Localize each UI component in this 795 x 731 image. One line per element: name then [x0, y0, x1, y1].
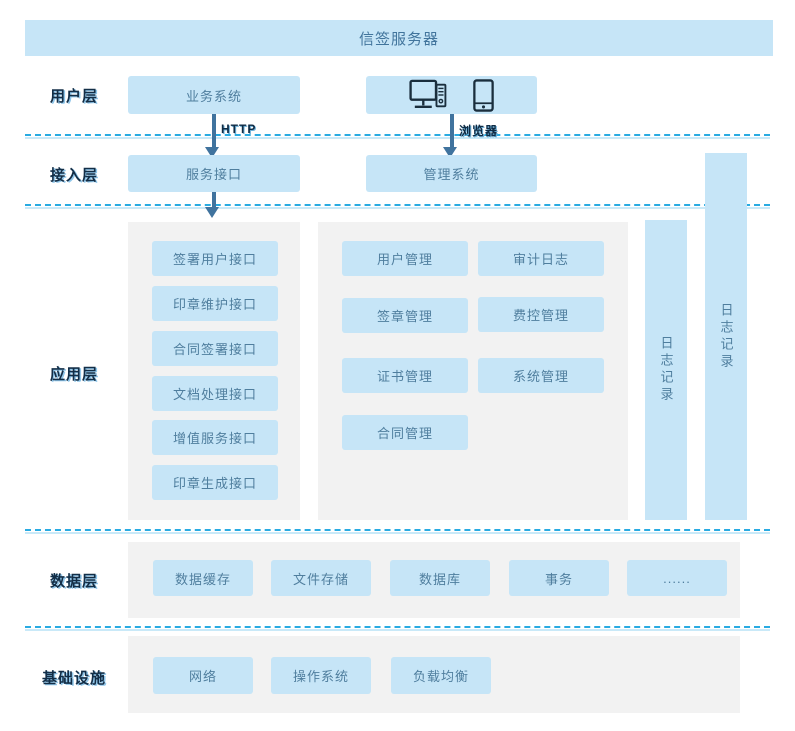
- node-seal-management: 签章管理: [342, 298, 468, 333]
- node-business-system: 业务系统: [128, 76, 300, 114]
- arrow-devices-to-management: [450, 114, 454, 148]
- arrow-service-to-app-head: [205, 207, 219, 218]
- node-cost-management: 费控管理: [478, 297, 604, 332]
- node-cert-management: 证书管理: [342, 358, 468, 393]
- arrow-devices-to-management-head: [443, 147, 457, 158]
- flow-label-browser: 浏览器: [459, 124, 499, 138]
- node-database: 数据库: [390, 560, 490, 596]
- node-file-storage: 文件存储: [271, 560, 371, 596]
- node-contract-management: 合同管理: [342, 415, 468, 450]
- title-banner: 信签服务器: [25, 20, 773, 56]
- log-bar-outer-label: 日志记录: [718, 302, 734, 371]
- node-sign-user-interface: 签署用户接口: [152, 241, 278, 276]
- node-doc-process-interface: 文档处理接口: [152, 376, 278, 411]
- node-system-management: 系统管理: [478, 358, 604, 393]
- node-user-management: 用户管理: [342, 241, 468, 276]
- page-title: 信签服务器: [358, 30, 439, 48]
- smartphone-icon: [473, 78, 494, 112]
- client-devices-box: [366, 76, 537, 114]
- arrow-business-to-service-head: [205, 147, 219, 158]
- node-management-system: 管理系统: [366, 155, 537, 192]
- desktop-icon: [409, 79, 447, 111]
- node-os: 操作系统: [271, 657, 371, 694]
- layer-label-infrastructure: 基础设施: [41, 670, 107, 687]
- arrow-service-to-app: [212, 192, 216, 208]
- layer-label-user: 用户层: [49, 88, 99, 105]
- node-data-more: ......: [627, 560, 727, 596]
- node-seal-generate-interface: 印章生成接口: [152, 465, 278, 500]
- node-seal-maintain-interface: 印章维护接口: [152, 286, 278, 321]
- flow-label-http: HTTP: [221, 122, 257, 136]
- log-bar-inner-label: 日志记录: [658, 336, 674, 404]
- node-value-service-interface: 增值服务接口: [152, 420, 278, 455]
- node-contract-sign-interface: 合同签署接口: [152, 331, 278, 366]
- node-service-interface: 服务接口: [128, 155, 300, 192]
- divider-app-data: [25, 529, 770, 534]
- layer-label-data: 数据层: [49, 573, 99, 590]
- node-audit-log: 审计日志: [478, 241, 604, 276]
- log-bar-outer: 日志记录: [705, 153, 747, 520]
- node-transaction: 事务: [509, 560, 609, 596]
- layer-label-access: 接入层: [49, 167, 99, 184]
- layer-label-application: 应用层: [49, 366, 99, 383]
- divider-data-infra: [25, 626, 770, 631]
- node-data-cache: 数据缓存: [153, 560, 253, 596]
- divider-access-app: [25, 204, 770, 209]
- arrow-business-to-service: [212, 114, 216, 148]
- divider-user-access: [25, 134, 770, 139]
- node-network: 网络: [153, 657, 253, 694]
- node-load-balancer: 负载均衡: [391, 657, 491, 694]
- log-bar-inner: 日志记录: [645, 220, 687, 520]
